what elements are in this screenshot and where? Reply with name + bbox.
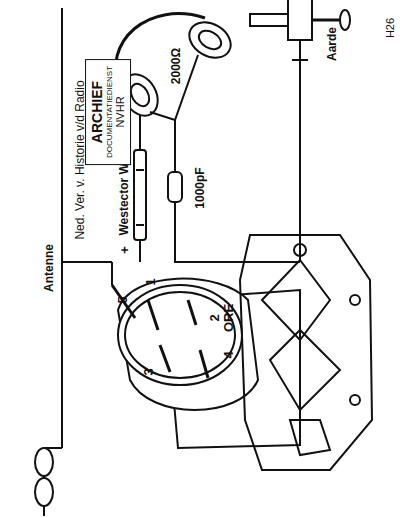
stamp-text: ARCHIEF [89, 66, 105, 158]
label: 5 [116, 296, 129, 303]
antenna-wire [61, 8, 63, 448]
label: 4 [222, 351, 235, 358]
label: Antenne [43, 244, 55, 292]
archive-stamp: ARCHIEFDOCUMENTATIEDIENSTNVHR [85, 59, 131, 165]
label: 1 [144, 278, 157, 285]
wire [175, 120, 300, 262]
label: 2 [208, 314, 221, 321]
variable-capacitor [240, 235, 372, 470]
wire [111, 262, 113, 285]
coil-pins [112, 285, 208, 378]
headphones [115, 14, 237, 122]
label: H26 [385, 18, 396, 38]
insulators [35, 448, 62, 516]
capacitor-symbol [168, 172, 182, 202]
westector-symbol [134, 150, 146, 262]
wire [62, 261, 112, 263]
label: Aarde [326, 27, 338, 61]
label: 3 [142, 368, 155, 375]
stamp-text: DOCUMENTATIEDIENST [105, 66, 114, 158]
earth-wire [299, 60, 301, 262]
label: 1000pF [194, 167, 206, 208]
label: ORE [222, 304, 235, 332]
label: 2000Ω [170, 48, 182, 84]
stamp-text: NVHR [114, 66, 127, 158]
label: + [118, 246, 131, 254]
